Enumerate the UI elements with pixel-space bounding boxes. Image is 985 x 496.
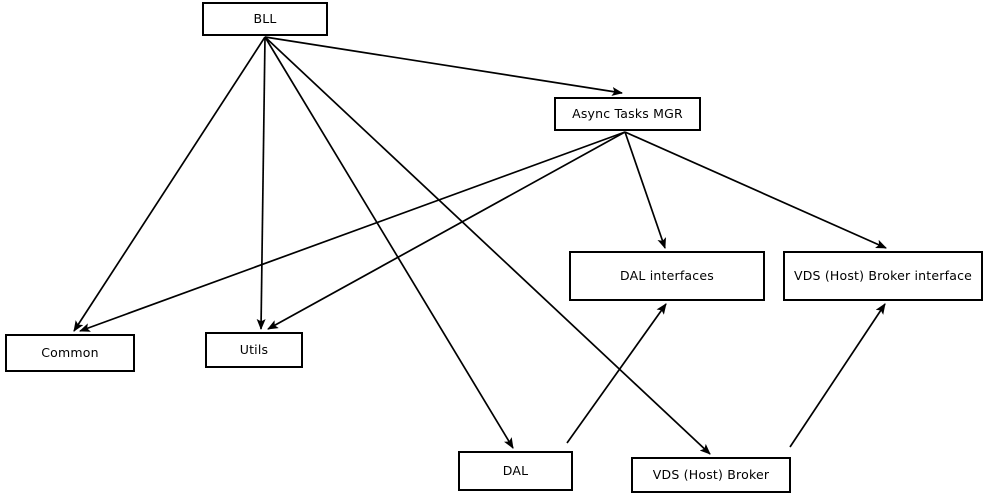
node-bll[interactable]: BLL — [202, 2, 328, 36]
node-label: Utils — [239, 342, 269, 358]
node-label: VDS (Host) Broker interface — [793, 268, 973, 284]
node-label: DAL interfaces — [620, 268, 714, 284]
edge-bll-to-async — [264, 36, 623, 96]
edge-dal-to-dal-interfaces — [566, 303, 667, 444]
edge-vds-broker-to-interface — [789, 303, 886, 448]
node-common[interactable]: Common — [5, 334, 135, 372]
node-async-tasks-mgr[interactable]: Async Tasks MGR — [554, 97, 701, 131]
node-dal[interactable]: DAL — [458, 451, 573, 491]
edge-bll-to-utils — [256, 36, 266, 330]
edge-async-to-utils — [267, 131, 626, 330]
edge-bll-to-common — [73, 36, 266, 332]
edge-group — [73, 36, 887, 455]
edge-async-to-common — [79, 131, 626, 332]
edge-bll-to-vds-broker — [264, 36, 711, 455]
node-utils[interactable]: Utils — [205, 332, 303, 368]
node-label: Async Tasks MGR — [572, 106, 683, 122]
edge-bll-to-dal — [264, 36, 514, 449]
node-vds-host-broker-interface[interactable]: VDS (Host) Broker interface — [783, 251, 983, 301]
node-vds-host-broker[interactable]: VDS (Host) Broker — [631, 457, 791, 493]
node-label: BLL — [253, 11, 277, 27]
node-dal-interfaces[interactable]: DAL interfaces — [569, 251, 765, 301]
node-label: DAL — [502, 463, 529, 479]
edge-async-to-vds-interface — [624, 131, 887, 249]
node-label: Common — [41, 345, 99, 361]
edge-async-to-dal-interfaces — [624, 131, 666, 249]
node-label: VDS (Host) Broker — [652, 467, 770, 483]
